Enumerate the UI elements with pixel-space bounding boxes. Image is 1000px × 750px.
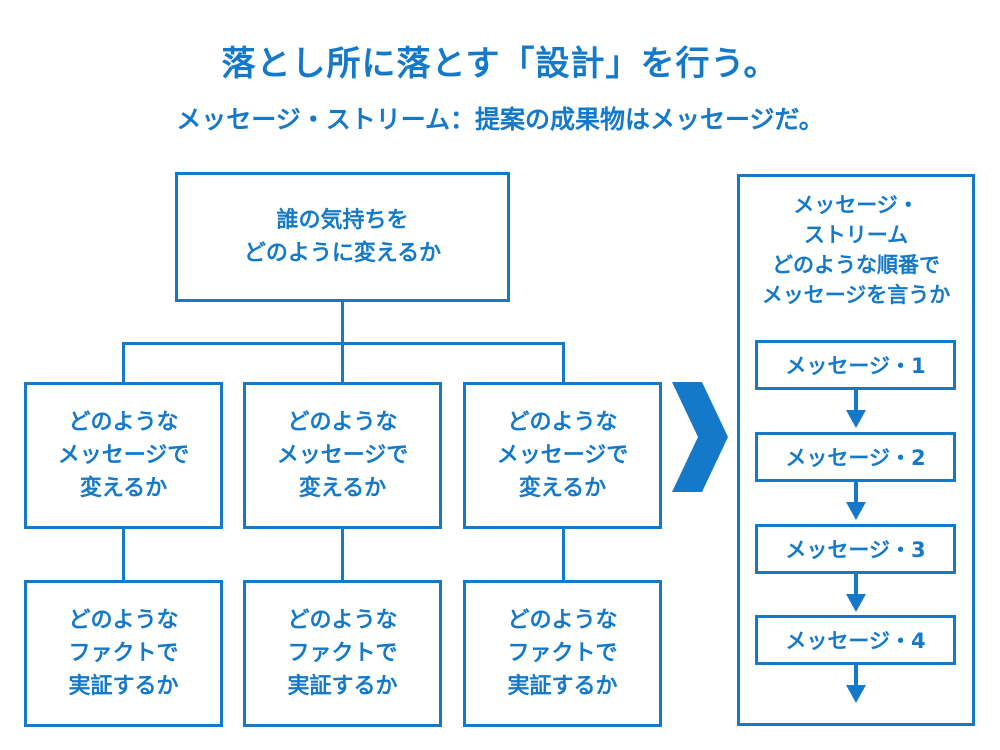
connector-root-down [341, 300, 344, 344]
down-arrow-icon-3 [846, 574, 866, 612]
fact-box-1: どのような ファクトで 実証するか [24, 580, 223, 727]
connector-to-middle-2 [341, 342, 344, 384]
stream-message-1: メッセージ・1 [755, 340, 956, 390]
down-arrow-icon-1 [846, 390, 866, 428]
connector-middle-bottom-3 [562, 527, 565, 582]
stream-message-2: メッセージ・2 [755, 432, 956, 482]
connector-middle-bottom-1 [122, 527, 125, 582]
connector-middle-bottom-2 [341, 527, 344, 582]
connector-to-middle-1 [122, 342, 125, 384]
fact-box-2: どのような ファクトで 実証するか [243, 580, 442, 727]
message-box-1: どのような メッセージで 変えるか [24, 382, 223, 529]
message-stream-heading: メッセージ・ ストリーム どのような順番で メッセージを言うか [761, 193, 951, 307]
down-arrow-icon-4 [846, 665, 866, 703]
message-box-3: どのような メッセージで 変えるか [463, 382, 662, 529]
message-box-2: どのような メッセージで 変えるか [243, 382, 442, 529]
connector-to-middle-3 [562, 342, 565, 384]
down-arrow-icon-2 [846, 482, 866, 520]
big-right-arrow-icon [672, 382, 728, 492]
page-subtitle: メッセージ・ストリーム：提案の成果物はメッセージだ。 [176, 105, 824, 134]
root-box: 誰の気持ちを どのように変えるか [175, 172, 510, 302]
page-title: 落とし所に落とす「設計」を行う。 [221, 44, 779, 84]
stream-message-3: メッセージ・3 [755, 524, 956, 574]
fact-box-3: どのような ファクトで 実証するか [463, 580, 662, 727]
stream-message-4: メッセージ・4 [755, 615, 956, 665]
